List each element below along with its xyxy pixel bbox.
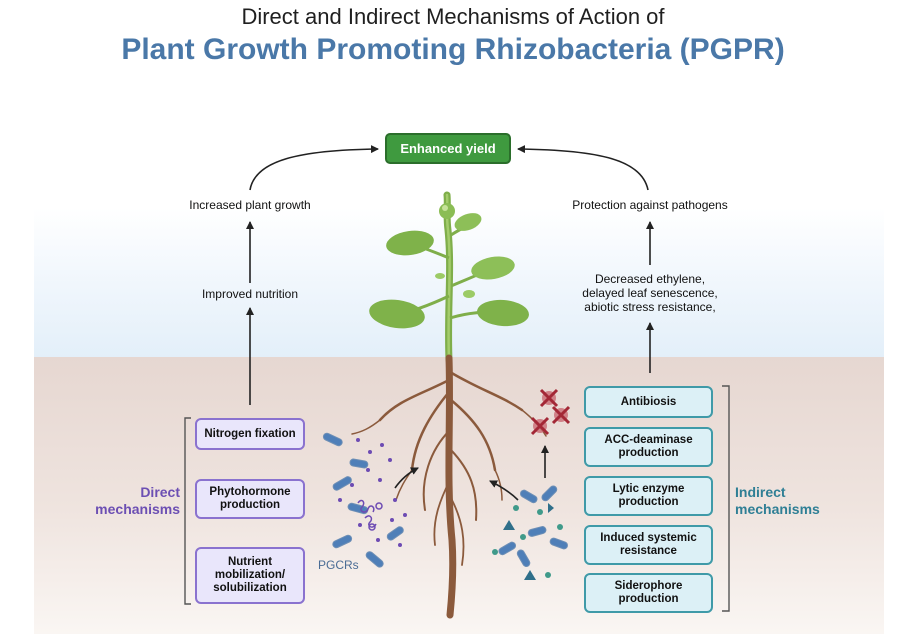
increased-plant-growth-label: Increased plant growth [189,198,311,212]
arrow-right-curve [517,145,649,191]
title-line-1: Direct and Indirect Mechanisms of Action… [241,4,665,29]
protection-pathogens-label: Protection against pathogens [572,198,728,212]
nutrient-mobilization-box: Nutrient mobilization/ solubilization [195,547,305,604]
direct-mechanisms-label: Direct mechanisms [95,484,180,517]
pgcr-dots-icon [338,438,407,547]
bacteria-left-icon [322,432,404,568]
improved-nutrition-label: Improved nutrition [201,287,299,301]
decreased-ethylene-label: Decreased ethylene, delayed leaf senesce… [582,272,718,314]
pgcr-molecule-icon [357,499,383,531]
soil-background [34,357,884,634]
induced-systemic-resistance-box: Induced systemic resistance [584,525,713,565]
indirect-bracket [722,385,730,612]
title-line-2: Plant Growth Promoting Rhizobacteria (PG… [121,33,785,66]
phytohormone-production-box: Phytohormone production [195,479,305,519]
arrow-microbe-left [394,467,419,489]
pgcrs-label: PGCRs [318,558,359,572]
arrow-left-curve [249,145,379,191]
direct-bracket [184,417,191,605]
acc-deaminase-box: ACC-deaminase production [584,427,713,467]
nitrogen-fixation-box: Nitrogen fixation [195,418,305,450]
bacteria-right-icon [498,485,568,568]
roots-icon [351,354,547,619]
enhanced-yield-box: Enhanced yield [385,133,511,164]
pathogen-crossed-icon [530,388,571,436]
plant-icon [369,191,529,364]
arrow-microbe-right [489,480,519,501]
siderophore-production-box: Siderophore production [584,573,713,613]
right-particles-icon [492,503,563,580]
indirect-mechanisms-label: Indirect mechanisms [735,484,820,517]
antibiosis-box: Antibiosis [584,386,713,418]
lytic-enzyme-box: Lytic enzyme production [584,476,713,516]
